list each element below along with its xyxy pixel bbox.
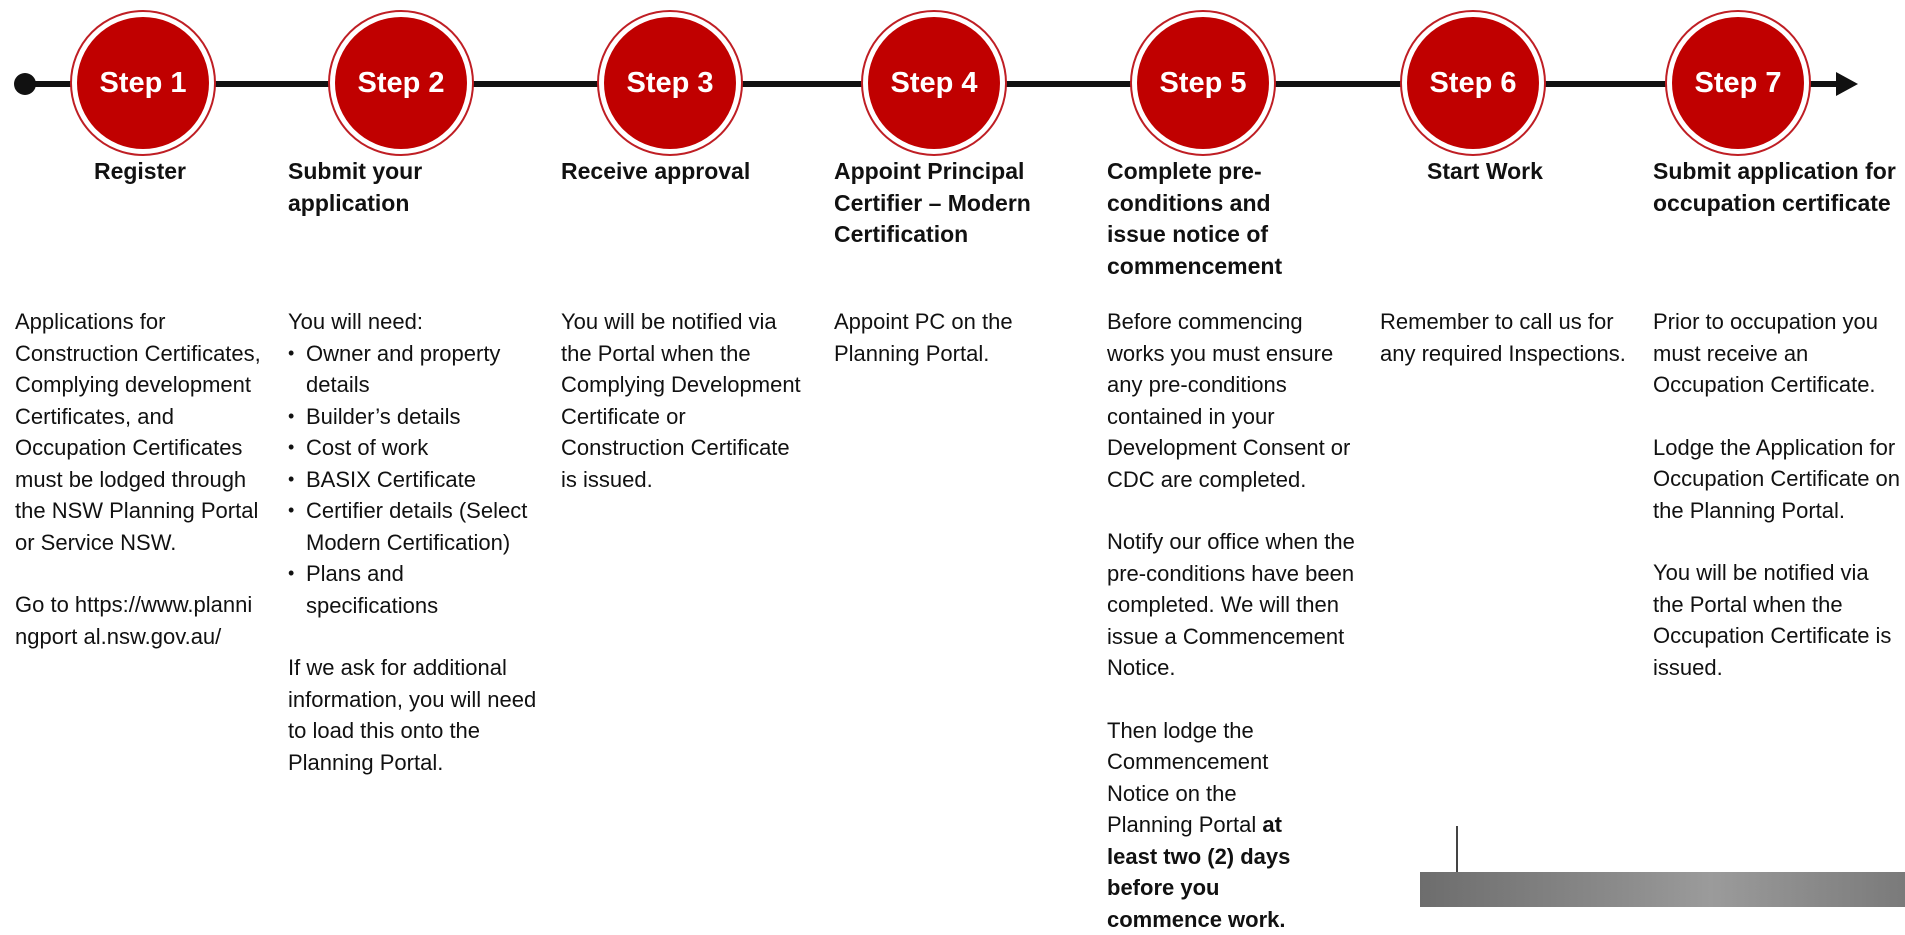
step-4-paragraph: Appoint PC on the Planning Portal.: [834, 306, 1034, 369]
step-1-heading: Register: [15, 156, 265, 188]
step-5-paragraph: Before commencing works you must ensure …: [1107, 306, 1357, 495]
step-5-paragraph: Notify our office when the pre-condition…: [1107, 526, 1357, 684]
step-6-paragraph: Remember to call us for any required Ins…: [1380, 306, 1630, 369]
step-5-body: Before commencing works you must ensure …: [1107, 306, 1357, 935]
step-2-intro: You will need:: [288, 306, 538, 338]
list-item: Owner and property details: [288, 338, 506, 401]
step-3-body: You will be notified via the Portal when…: [561, 306, 811, 495]
step-3-heading: Receive approval: [561, 156, 811, 188]
step-4-label: Step 4: [890, 67, 977, 100]
list-item: Certifier details (Select Modern Certifi…: [288, 495, 528, 558]
step-2-outro: If we ask for additional information, yo…: [288, 652, 538, 778]
step-6-circle: Step 6: [1400, 10, 1546, 156]
step-3-paragraph: You will be notified via the Portal when…: [561, 306, 811, 495]
step-1-body: Applications for Construction Certificat…: [15, 306, 265, 652]
step-6-heading: Start Work: [1380, 156, 1590, 188]
step-2-bullet-list: Owner and property details Builder’s det…: [288, 338, 528, 622]
list-item: BASIX Certificate: [288, 464, 528, 496]
step-7-label: Step 7: [1694, 67, 1781, 100]
step-2-body: You will need: Owner and property detail…: [288, 306, 538, 778]
step-7-heading: Submit application for occupation certif…: [1653, 156, 1903, 219]
step-5-label: Step 5: [1159, 67, 1246, 100]
timeline-end-arrow-icon: [1836, 72, 1858, 96]
step-2-circle: Step 2: [328, 10, 474, 156]
step-7-paragraph: Prior to occupation you must receive an …: [1653, 306, 1903, 401]
step-5-circle: Step 5: [1130, 10, 1276, 156]
step-1-label: Step 1: [99, 67, 186, 100]
step-5-final-paragraph: Then lodge the Commencement Notice on th…: [1107, 715, 1322, 935]
list-item: Builder’s details: [288, 401, 528, 433]
list-item: Plans and specifications: [288, 558, 466, 621]
step-2-label: Step 2: [357, 67, 444, 100]
step-3-circle: Step 3: [597, 10, 743, 156]
step-2-heading: Submit your application: [288, 156, 488, 219]
step-4-body: Appoint PC on the Planning Portal.: [834, 306, 1084, 369]
step-1-paragraph: Go to https://www.planningport al.nsw.go…: [15, 589, 255, 652]
step-5-heading: Complete pre-conditions and issue notice…: [1107, 156, 1317, 282]
step-7-paragraph: You will be notified via the Portal when…: [1653, 557, 1903, 683]
step-6-body: Remember to call us for any required Ins…: [1380, 306, 1630, 369]
step-4-circle: Step 4: [861, 10, 1007, 156]
decorative-photo: [1420, 872, 1905, 907]
step-7-paragraph: Lodge the Application for Occupation Cer…: [1653, 432, 1903, 527]
step-7-circle: Step 7: [1665, 10, 1811, 156]
step-1-paragraph: Applications for Construction Certificat…: [15, 306, 265, 558]
list-item: Cost of work: [288, 432, 528, 464]
photo-pointer-line: [1456, 826, 1458, 876]
step-7-body: Prior to occupation you must receive an …: [1653, 306, 1903, 683]
step-6-label: Step 6: [1429, 67, 1516, 100]
step-5-final-text: Then lodge the Commencement Notice on th…: [1107, 718, 1268, 838]
timeline-start-dot: [14, 73, 36, 95]
step-3-label: Step 3: [626, 67, 713, 100]
step-4-heading: Appoint Principal Certifier – Modern Cer…: [834, 156, 1034, 251]
step-1-circle: Step 1: [70, 10, 216, 156]
